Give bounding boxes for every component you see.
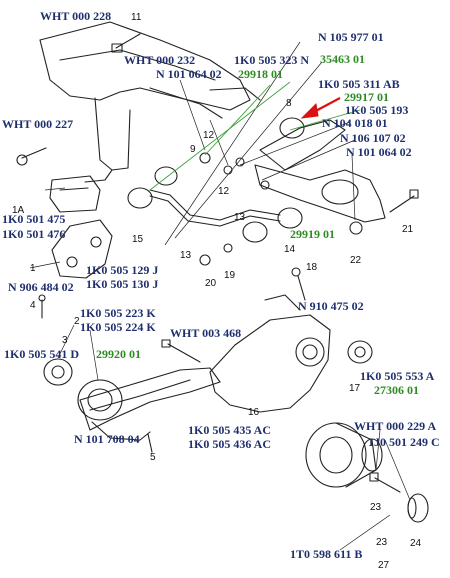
label-wht000227: WHT 000 227 (2, 117, 74, 131)
callout-13-b: 13 (180, 250, 192, 261)
callout-23-b: 23 (376, 537, 388, 548)
bolt-18 (291, 267, 306, 301)
subframe-bolt-11 (111, 33, 141, 53)
screw-4 (38, 294, 46, 319)
callout-16: 16 (248, 407, 260, 418)
callout-3: 3 (62, 335, 68, 346)
label-1k0505130j: 1K0 505 130 J (86, 277, 159, 291)
callout-20: 20 (205, 278, 217, 289)
trailing-arm (77, 367, 221, 441)
stabiliser-bar (127, 166, 303, 243)
label-1k0501476: 1K0 501 476 (2, 227, 66, 241)
label-1j0501249c: 1J0 501 249 C (368, 435, 440, 449)
label-29918-01: 29918 01 (238, 67, 283, 81)
label-1k0505553a: 1K0 505 553 A (360, 369, 435, 383)
callout-19: 19 (224, 270, 236, 281)
callout-2: 2 (74, 316, 80, 327)
rubber-mount-1a (49, 175, 101, 213)
subframe-bolt-left (16, 147, 47, 166)
callout-15: 15 (132, 234, 144, 245)
callout-14: 14 (284, 244, 296, 255)
green-leader-lines (149, 81, 361, 191)
label-n10610702: N 106 107 02 (340, 131, 406, 145)
label-n90648402: N 906 484 02 (8, 280, 74, 294)
label-29920-01: 29920 01 (96, 347, 141, 361)
bolt-21 (389, 189, 419, 213)
label-1k0505129j: 1K0 505 129 J (86, 263, 159, 277)
callout-22: 22 (350, 255, 362, 266)
red-arrow (300, 97, 341, 119)
label-1k0505323n: 1K0 505 323 N (234, 53, 309, 67)
bolt-5 (147, 433, 153, 453)
label-n10106402-top: N 101 064 02 (156, 67, 222, 81)
callout-13-a: 13 (234, 212, 246, 223)
label-wht000228: WHT 000 228 (40, 9, 112, 23)
label-n10401801: N 104 018 01 (322, 116, 388, 130)
label-27306-01: 27306 01 (374, 383, 419, 397)
label-29917-01: 29917 01 (344, 90, 389, 104)
label-n10597701: N 105 977 01 (318, 30, 384, 44)
label-29919-01: 29919 01 (290, 227, 335, 241)
lower-spring-arm (254, 164, 386, 223)
label-n10170804: N 101 708 04 (74, 432, 140, 446)
label-wht000232: WHT 000 232 (124, 53, 196, 67)
callout-18: 18 (306, 262, 318, 273)
label-wht000229a: WHT 000 229 A (354, 419, 437, 433)
label-n10106402-right: N 101 064 02 (346, 145, 412, 159)
callout-21: 21 (402, 224, 414, 235)
hub-carrier-bushing (347, 340, 373, 364)
label-35463-01: 35463 01 (320, 52, 365, 66)
callout-27: 27 (378, 560, 390, 571)
callout-23-a: 23 (370, 502, 382, 513)
wheel-bearing-housing (209, 294, 331, 413)
hub-bolt-23 (369, 472, 401, 493)
callout-1a: 1A (12, 205, 25, 216)
callout-12-a: 12 (203, 130, 215, 141)
callout-9: 9 (190, 144, 196, 155)
label-1k0501475: 1K0 501 475 (2, 212, 66, 226)
trailing-arm-bushing (43, 358, 73, 386)
label-1k0505435ac: 1K0 505 435 AC (188, 423, 272, 437)
nut-set-12 (199, 152, 363, 266)
label-1k0505223k: 1K0 505 223 K (80, 306, 156, 320)
label-1k0505541d: 1K0 505 541 D (4, 347, 79, 361)
wheel-hub (305, 422, 383, 488)
label-1k0505436ac: 1K0 505 436 AC (188, 437, 272, 451)
label-wht003468: WHT 003 468 (170, 326, 242, 340)
bolt-wht003468 (161, 339, 201, 363)
callout-12-b: 12 (218, 186, 230, 197)
callout-8: 8 (286, 98, 292, 109)
label-1k0505311ab: 1K0 505 311 AB (318, 77, 400, 91)
label-1t0598611b: 1T0 598 611 B (290, 547, 363, 561)
mount-bracket-1 (51, 219, 113, 279)
hub-cap-24 (407, 493, 429, 523)
callout-24: 24 (410, 538, 422, 549)
label-1k0505193: 1K0 505 193 (345, 103, 409, 117)
label-1k0505224k: 1K0 505 224 K (80, 320, 156, 334)
callout-5: 5 (150, 452, 156, 463)
label-n91047502: N 910 475 02 (298, 299, 364, 313)
callout-17: 17 (349, 383, 361, 394)
callout-4: 4 (30, 300, 36, 311)
callout-1: 1 (30, 263, 36, 274)
leader-lines (29, 41, 411, 551)
callout-11: 11 (131, 12, 142, 23)
rear-subframe (39, 21, 261, 183)
